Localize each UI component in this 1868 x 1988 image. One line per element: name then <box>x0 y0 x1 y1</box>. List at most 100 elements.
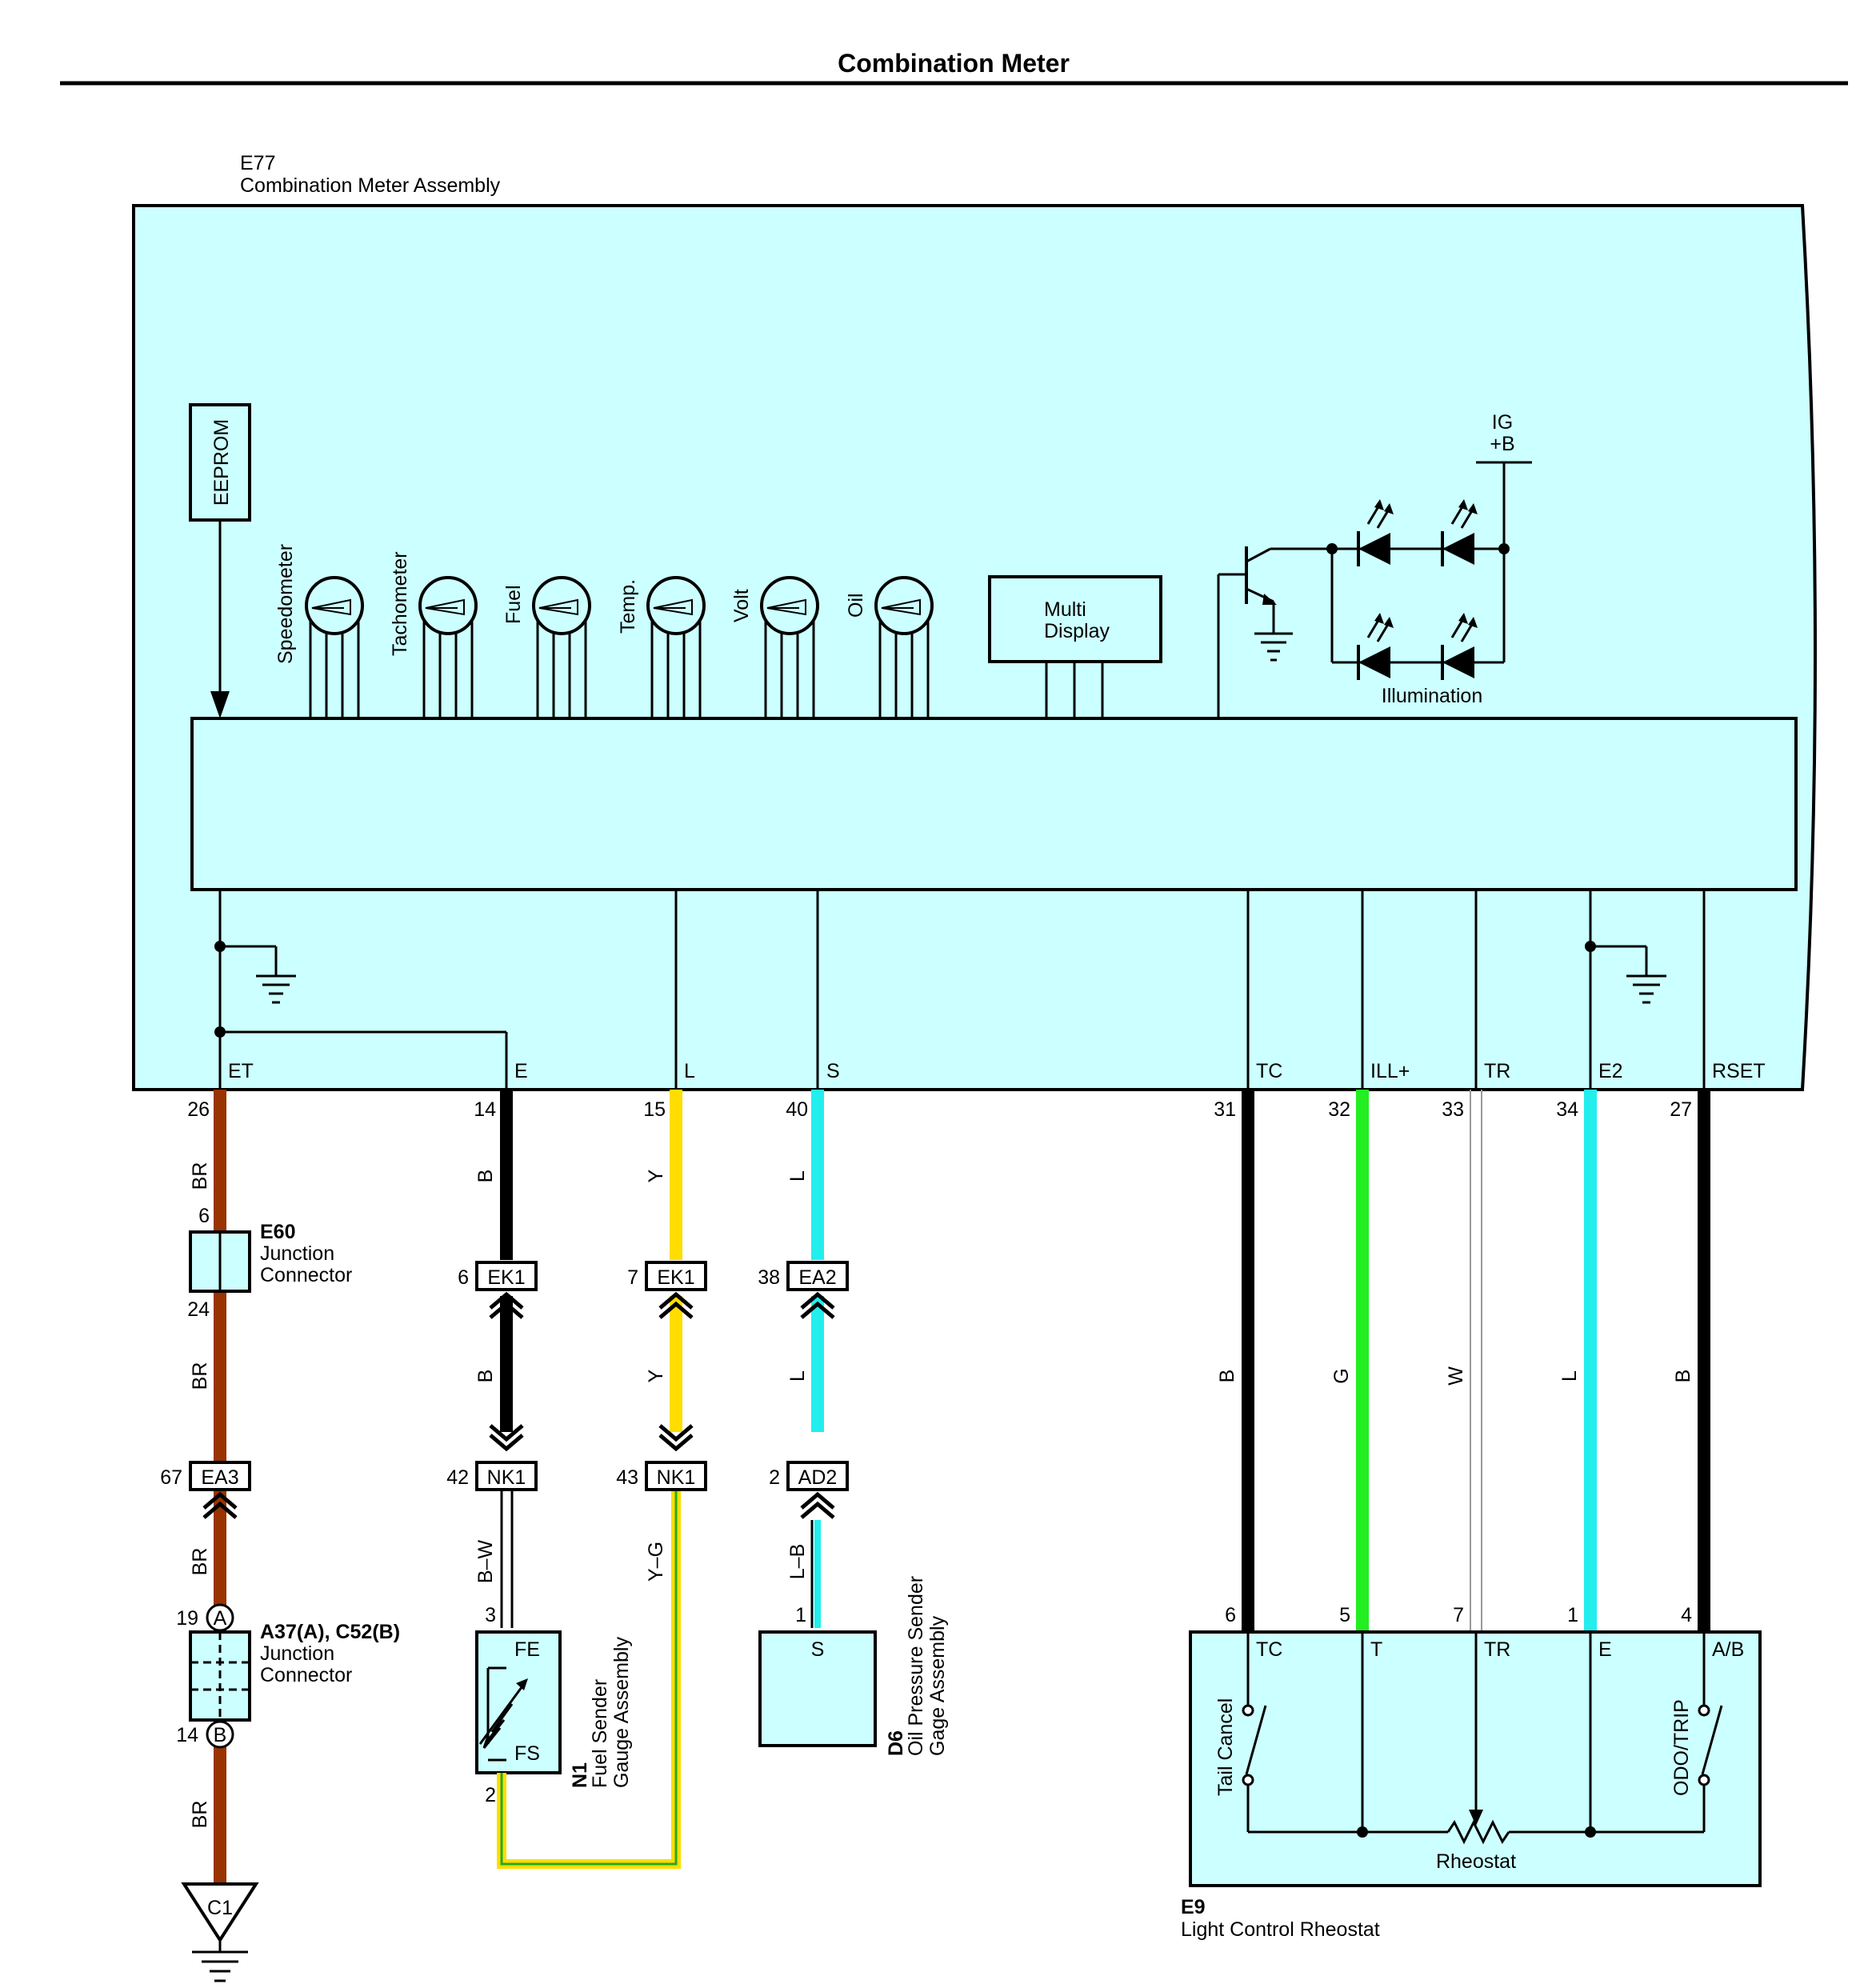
svg-text:EK1: EK1 <box>487 1266 525 1289</box>
led-icon <box>1357 613 1394 680</box>
chevron-up-icon <box>202 1491 238 1519</box>
svg-text:Rheostat: Rheostat <box>1436 1850 1516 1873</box>
power-label-b: +B <box>1490 433 1514 455</box>
svg-text:NK1: NK1 <box>487 1466 526 1489</box>
chevron-down-icon <box>658 1424 694 1452</box>
eeprom-label: EEPROM <box>210 419 233 506</box>
connector-ek1-l: EK1 7 <box>627 1261 707 1319</box>
led-icon <box>1357 499 1394 566</box>
gauge-fuel: Fuel <box>502 576 591 718</box>
terminal-tr: TR <box>1484 1060 1510 1082</box>
switch-icon <box>1245 1705 1267 1775</box>
switch-icon <box>1701 1705 1723 1775</box>
svg-text:E9: E9 <box>1181 1896 1206 1918</box>
resistor-icon <box>1446 1819 1510 1845</box>
terminal-et: ET <box>228 1060 254 1082</box>
wire-rset: 27 B 4 <box>1670 1090 1710 1632</box>
chevron-down-icon <box>489 1424 524 1452</box>
terminal-s: S <box>826 1060 840 1082</box>
svg-text:19: 19 <box>176 1607 198 1630</box>
junction-connector-a37: A B 19 14 A37(A), C52(B) Junction Connec… <box>176 1603 400 1749</box>
svg-text:B: B <box>1672 1370 1694 1383</box>
meter-code: E77 <box>240 152 275 174</box>
svg-text:Y: Y <box>645 1369 667 1382</box>
svg-text:6: 6 <box>198 1205 210 1227</box>
wire-s: 40 L L L–B <box>786 1090 824 1628</box>
illumination-circuit: IG +B Illumination <box>1217 411 1532 718</box>
svg-text:A37(A), C52(B): A37(A), C52(B) <box>260 1621 400 1643</box>
svg-text:6: 6 <box>1225 1604 1236 1626</box>
gauge-label: Temp. <box>617 579 639 634</box>
svg-text:L: L <box>786 1370 809 1382</box>
terminal-rset: RSET <box>1712 1060 1766 1082</box>
multi-display-label: Display <box>1044 620 1110 642</box>
svg-text:1: 1 <box>795 1604 806 1626</box>
connector-ea3: EA3 67 <box>160 1461 251 1519</box>
svg-text:24: 24 <box>187 1298 210 1321</box>
svg-text:2: 2 <box>769 1466 780 1489</box>
chevron-up-icon <box>489 1291 524 1319</box>
svg-text:14: 14 <box>176 1724 198 1746</box>
svg-text:33: 33 <box>1442 1098 1464 1121</box>
connector-nk1-l: NK1 43 <box>616 1424 707 1491</box>
ground-c1: C1 <box>181 1882 259 1982</box>
svg-text:G: G <box>1330 1368 1353 1383</box>
svg-text:TC: TC <box>1256 1638 1282 1661</box>
svg-text:Fuel Sender: Fuel Sender <box>589 1679 611 1788</box>
svg-text:W: W <box>1445 1366 1467 1386</box>
svg-text:67: 67 <box>160 1466 182 1489</box>
svg-text:L: L <box>1558 1370 1581 1382</box>
svg-text:40: 40 <box>786 1098 808 1121</box>
wire-color-label: BR <box>189 1801 211 1829</box>
gauge-label: Volt <box>730 589 753 622</box>
gauge-label: Speedometer <box>274 544 297 664</box>
svg-text:Y: Y <box>645 1169 667 1182</box>
svg-text:E60: E60 <box>260 1221 295 1243</box>
page-title: Combination Meter <box>838 49 1070 78</box>
wire-color-label: BR <box>189 1162 211 1190</box>
wire-color-label: BR <box>189 1548 211 1576</box>
svg-text:14: 14 <box>474 1098 496 1121</box>
svg-text:Oil Pressure Sender: Oil Pressure Sender <box>905 1576 927 1756</box>
svg-text:ODO/TRIP: ODO/TRIP <box>1670 1699 1693 1796</box>
gauge-speedometer: Speedometer <box>274 544 364 718</box>
meter-assembly-box <box>132 204 1817 1091</box>
gauge-needle-icon <box>653 598 693 616</box>
svg-text:B: B <box>214 1724 227 1746</box>
eeprom-arrow-icon <box>210 691 230 718</box>
svg-text:7: 7 <box>1453 1604 1464 1626</box>
junction-connector-e60: 6 24 E60 Junction Connector <box>187 1205 352 1321</box>
svg-text:L–B: L–B <box>786 1544 809 1579</box>
wire-tr: 33 W 7 <box>1442 1090 1482 1632</box>
svg-text:T: T <box>1370 1638 1382 1661</box>
svg-text:Connector: Connector <box>260 1664 352 1686</box>
svg-text:Junction: Junction <box>260 1242 334 1265</box>
svg-text:EA3: EA3 <box>201 1466 238 1489</box>
svg-text:7: 7 <box>627 1266 638 1289</box>
terminal-e: E <box>514 1060 528 1082</box>
led-icon <box>1441 499 1478 566</box>
svg-text:31: 31 <box>1214 1098 1236 1121</box>
svg-text:C1: C1 <box>207 1897 233 1919</box>
connector-ea2: EA2 38 <box>758 1261 849 1319</box>
chevron-up-icon <box>800 1291 835 1319</box>
svg-text:34: 34 <box>1556 1098 1578 1121</box>
wire-ill: 32 G 5 <box>1328 1090 1369 1632</box>
svg-text:42: 42 <box>446 1466 469 1489</box>
svg-text:5: 5 <box>1339 1604 1350 1626</box>
svg-text:TR: TR <box>1484 1638 1510 1661</box>
svg-text:Gage Assembly: Gage Assembly <box>926 1615 949 1756</box>
gauge-label: Tachometer <box>389 551 411 656</box>
gauge-needle-icon <box>311 598 351 616</box>
svg-text:Light Control Rheostat: Light Control Rheostat <box>1181 1918 1380 1941</box>
svg-text:4: 4 <box>1681 1604 1692 1626</box>
svg-text:Tail Cancel: Tail Cancel <box>1214 1698 1237 1796</box>
svg-text:2: 2 <box>485 1784 496 1806</box>
terminal-ill: ILL+ <box>1370 1060 1410 1082</box>
connector-nk1-e: NK1 42 <box>446 1424 538 1491</box>
svg-text:S: S <box>811 1638 825 1661</box>
wire-l: 15 Y Y Y–G <box>497 1090 682 1869</box>
oil-sender-d6: S 1 D6 Oil Pressure Sender Gage Assembly <box>758 1576 949 1756</box>
svg-text:32: 32 <box>1328 1098 1350 1121</box>
